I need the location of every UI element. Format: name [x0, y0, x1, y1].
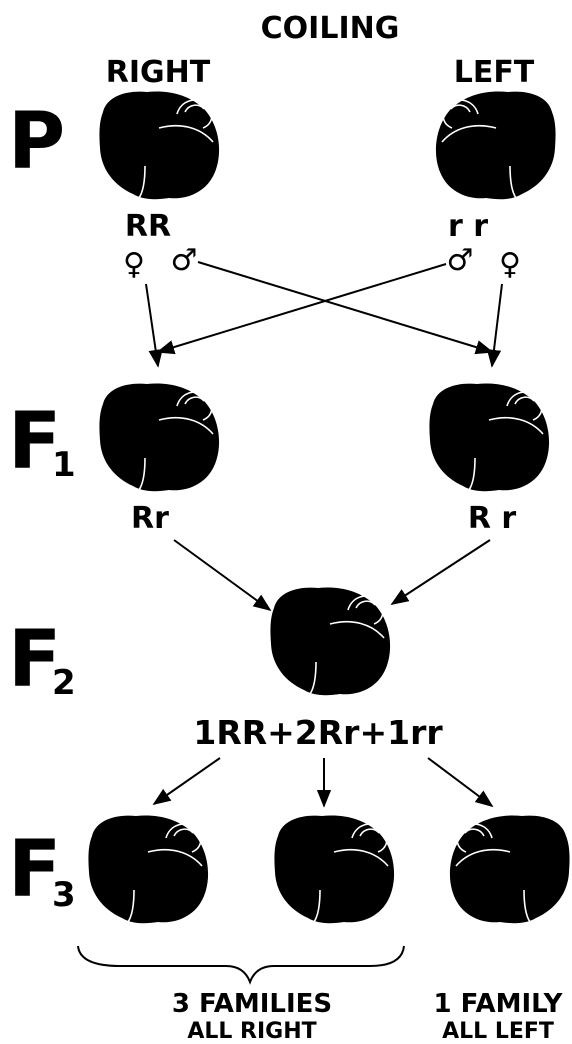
f2-rr-to-f3-arrow-1	[152, 757, 221, 806]
generation-f1-letter: F	[8, 397, 61, 487]
coiling-title: COILING	[261, 11, 400, 46]
f1-right-coiled-snail-icon	[98, 382, 220, 492]
generation-f3-subscript: 3	[52, 875, 76, 915]
generation-f1-subscript: 1	[52, 445, 76, 485]
p-right-female-symbol-icon: ♀	[123, 247, 145, 282]
male-right-to-f1-left-arrow	[197, 261, 494, 355]
f3-right-coiled-snail-icon-1	[87, 814, 209, 924]
p-right-coiled-snail-icon	[98, 90, 220, 200]
p-left-genotype: r r	[448, 209, 488, 244]
f3-right-families-count: 3 FAMILIES	[172, 989, 332, 1019]
female-right-to-f1-right-arrow	[145, 283, 163, 368]
f2-rr-to-f3-arrow-3	[427, 757, 494, 808]
p-right-genotype: RR	[125, 209, 171, 244]
f3-right-families-description: ALL RIGHT	[187, 1019, 316, 1044]
f1-left-coiled-snail-icon	[428, 382, 550, 492]
male-left-to-f1-right-arrow	[156, 263, 447, 355]
p-right-male-symbol-icon: ♂	[171, 243, 198, 278]
generation-p-label: P	[8, 97, 65, 187]
right-column-label: RIGHT	[106, 55, 211, 90]
generation-f2-subscript: 2	[52, 663, 76, 703]
f1-right-genotype: Rr	[131, 501, 169, 536]
f1-right-to-f2-arrow	[173, 539, 272, 612]
f3-right-coiled-snail-icon-2	[273, 814, 395, 924]
p-left-female-symbol-icon: ♀	[499, 247, 521, 282]
f1-left-genotype: R r	[468, 501, 517, 536]
p-left-male-symbol-icon: ♂	[447, 243, 474, 278]
f2-right-coiled-snail-icon	[269, 586, 391, 696]
f3-left-coiled-snail-icon	[450, 816, 570, 924]
f3-left-families-description: ALL LEFT	[442, 1019, 554, 1044]
left-column-label: LEFT	[454, 55, 535, 90]
female-left-to-f1-left-arrow	[486, 283, 503, 368]
generation-f2-letter: F	[8, 615, 61, 705]
f2-genotype-ratio: 1RR+2Rr+1rr	[193, 713, 443, 752]
f3-right-families-brace	[77, 945, 405, 985]
f1-left-to-f2-arrow	[390, 539, 491, 605]
f3-left-families-count: 1 FAMILY	[434, 989, 564, 1019]
generation-f3-letter: F	[8, 825, 61, 915]
p-left-coiled-snail-icon	[436, 92, 556, 200]
